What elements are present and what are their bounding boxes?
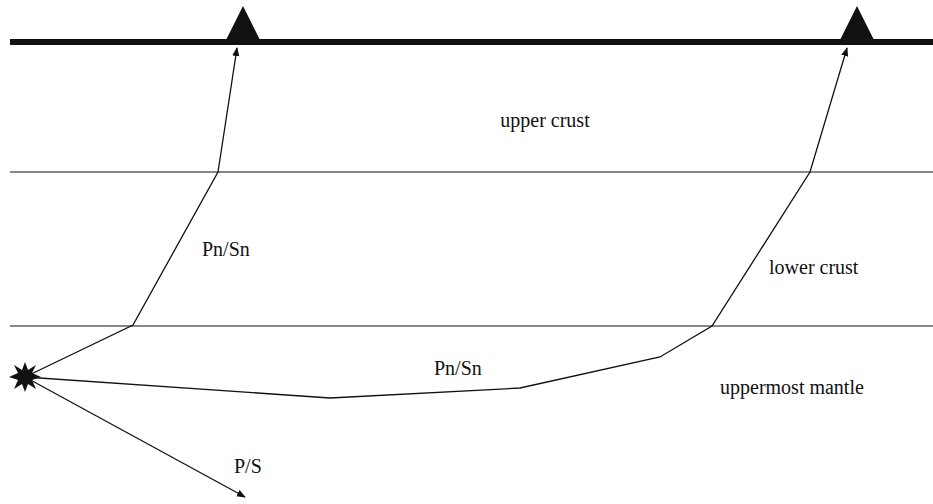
layer-label: uppermost mantle — [718, 376, 866, 399]
layer-label: Pn/Sn — [200, 238, 252, 261]
station-symbol — [839, 6, 875, 42]
layer-label: P/S — [232, 455, 264, 478]
source-star — [9, 362, 41, 392]
layer-label: Pn/Sn — [432, 357, 484, 380]
surface-line — [10, 39, 933, 45]
layer-label: upper crust — [498, 109, 591, 132]
station-symbol — [225, 6, 261, 42]
layer-label: lower crust — [767, 256, 860, 279]
ray-path — [25, 48, 847, 398]
ray-path — [25, 377, 245, 497]
moho-boundary — [10, 325, 933, 326]
crust-boundary — [10, 171, 933, 172]
ray-path — [25, 48, 237, 377]
